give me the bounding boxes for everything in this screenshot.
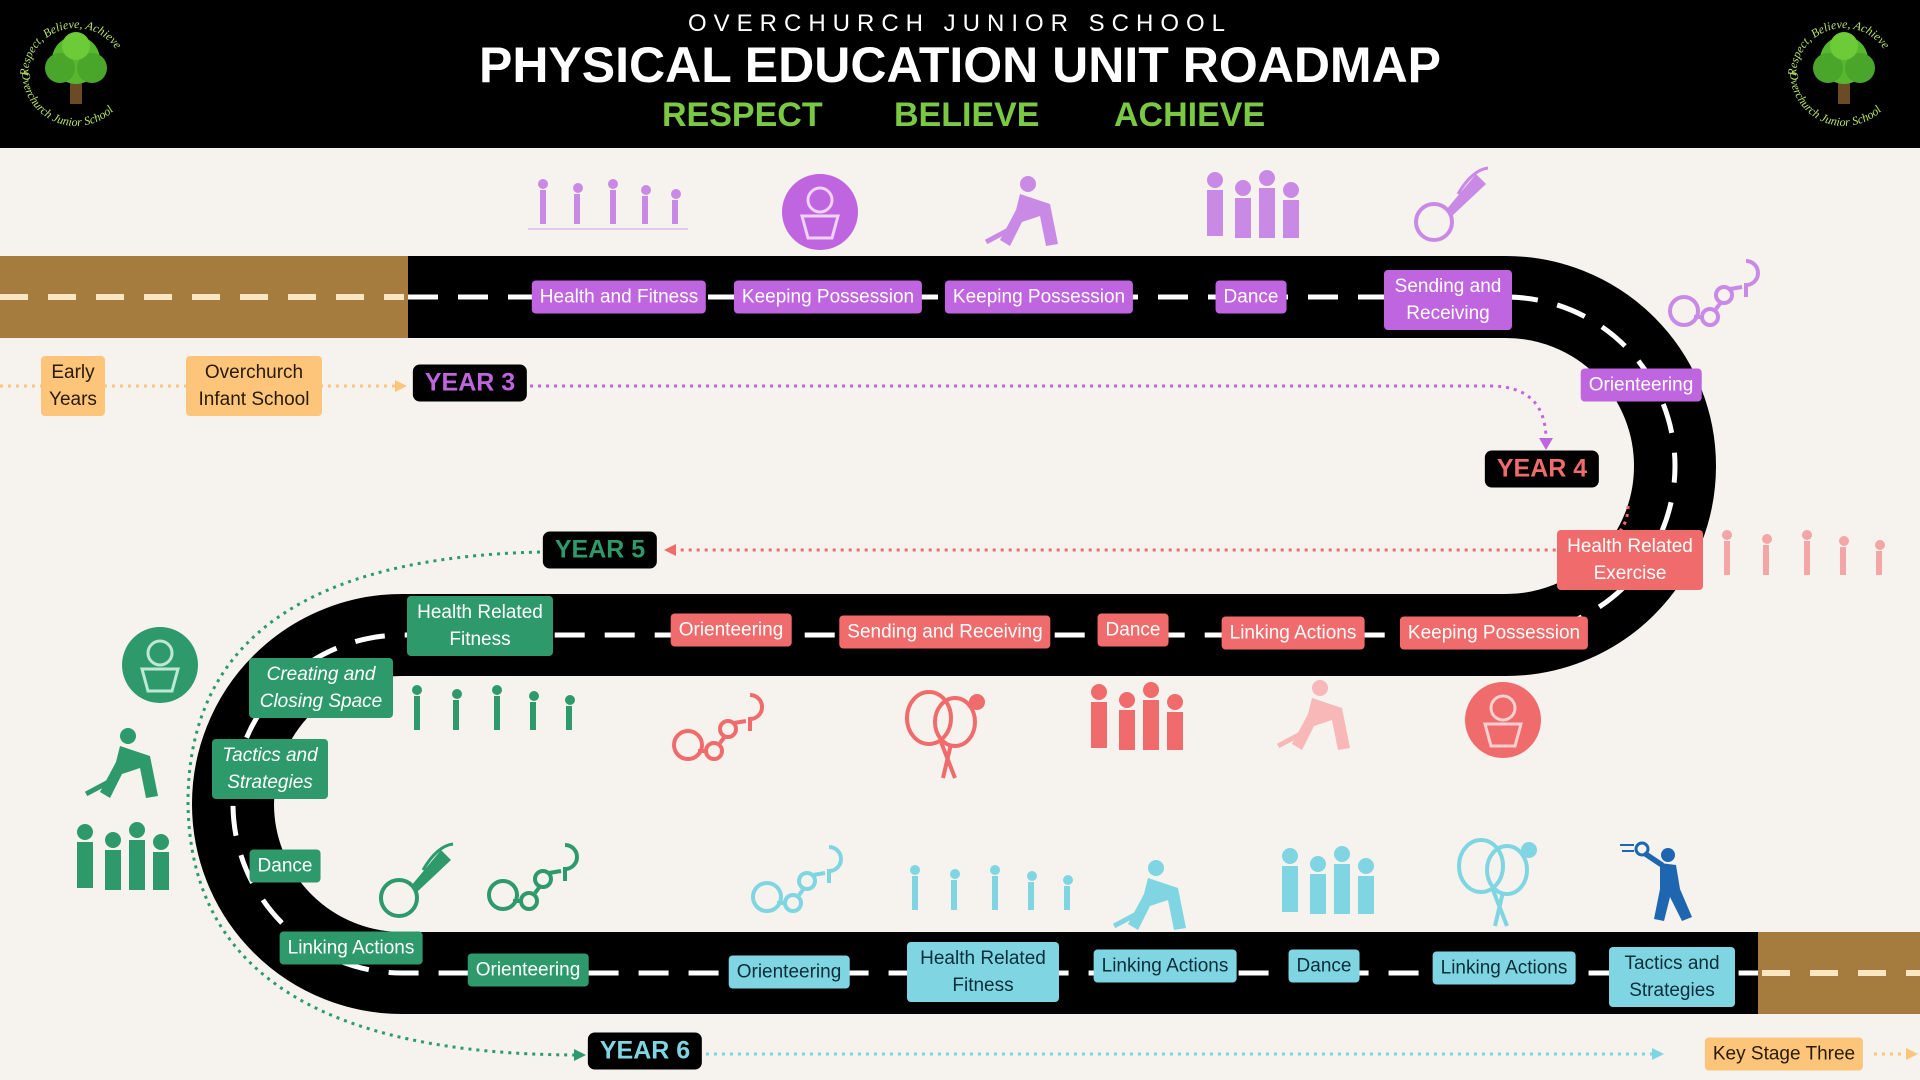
hockey-player-icon [984,176,1058,246]
year4-arrowhead [664,544,676,556]
motto-believe: BELIEVE [894,96,1040,134]
orienteering-map-icon [1668,259,1760,327]
y6-unit-dance: Dance [1288,949,1360,983]
year3-arrowhead [1539,438,1553,450]
school-name: OVERCHURCH JUNIOR SCHOOL [687,10,1233,37]
y6-unit-linking-actions-1: Linking Actions [1093,949,1237,983]
year3-badge: YEAR 3 [412,364,528,402]
early-years-label: Early Years [41,356,105,416]
y4-unit-health-related-exercise: Health Related Exercise [1557,530,1703,590]
year5-arrowhead [574,1049,586,1061]
tennis-player-icon [1620,841,1692,921]
infant-school-label: Overchurch Infant School [186,356,322,416]
y3-unit-orienteering: Orienteering [1580,368,1702,402]
orienteering-map-icon [487,843,579,911]
y6-unit-health-related-fitness: Health Related Fitness [907,942,1059,1002]
motto-achieve: ACHIEVE [1114,96,1266,134]
page-title: PHYSICAL EDUCATION UNIT ROADMAP [478,37,1442,93]
y6-unit-tactics-strategies: Tactics and Strategies [1609,947,1735,1007]
badminton-icon [1414,166,1489,242]
netball-icon [122,627,198,703]
dancers-icon [1282,846,1374,914]
y6-unit-linking-actions-2: Linking Actions [1432,951,1576,985]
dancers-icon [1091,682,1183,750]
y5-unit-health-related-fitness: Health Related Fitness [407,596,553,656]
year6-arrowhead [1652,1048,1664,1060]
fitness-figures-icon [528,179,688,230]
tree-icon [1813,32,1875,104]
dancers-icon [1207,170,1299,238]
badminton-icon [379,842,454,918]
y3-unit-sending-receiving: Sending and Receiving [1384,270,1512,330]
pre-school-arrowhead [395,380,407,392]
netball-icon [782,174,858,250]
y4-unit-linking-actions: Linking Actions [1221,616,1365,650]
y6-unit-orienteering: Orienteering [728,955,850,989]
ks3-arrowhead [1906,1048,1918,1060]
y3-unit-keeping-possession-1: Keeping Possession [733,280,923,314]
year5-badge: YEAR 5 [542,531,658,569]
orienteering-map-icon [751,845,843,913]
y5-unit-creating-closing-space: Creating and Closing Space [249,658,393,718]
hockey-player-icon [1112,860,1186,930]
tree-icon [45,32,107,104]
y5-unit-orienteering: Orienteering [467,953,589,987]
y4-unit-orienteering: Orienteering [670,613,792,647]
dancers-icon [77,822,169,890]
motto-respect: RESPECT [662,96,823,134]
school-logo-left: Respect, Believe, Achieve Overchurch Jun… [17,17,125,129]
hockey-player-icon [84,728,158,798]
year3-arrow [530,384,1548,441]
orienteering-map-icon [672,693,764,761]
y5-unit-tactics-strategies: Tactics and Strategies [212,739,328,799]
y5-unit-linking-actions: Linking Actions [279,931,423,965]
tennis-rackets-icon [1457,838,1537,927]
year4-badge: YEAR 4 [1484,450,1600,488]
y4-unit-dance: Dance [1097,613,1169,647]
header-bar: OVERCHURCH JUNIOR SCHOOL PHYSICAL EDUCAT… [0,0,1920,148]
year5-arrow [186,550,581,1057]
year6-badge: YEAR 6 [587,1032,703,1070]
year4-arrow [670,505,1630,552]
fitness-figures-icon [412,685,575,730]
y4-unit-keeping-possession: Keeping Possession [1399,616,1589,650]
netball-icon [1465,682,1541,758]
y4-unit-sending-receiving: Sending and Receiving [839,615,1051,649]
tennis-rackets-icon [905,690,985,779]
school-logo-right: Respect, Believe, Achieve Overchurch Jun… [1785,17,1893,129]
y3-unit-dance: Dance [1215,280,1287,314]
y3-unit-keeping-possession-2: Keeping Possession [944,280,1134,314]
ks3-label: Key Stage Three [1704,1037,1864,1071]
hockey-player-icon [1276,680,1350,750]
fitness-figures-icon [910,865,1073,910]
y3-unit-health-fitness: Health and Fitness [531,280,707,314]
y5-unit-dance: Dance [249,849,321,883]
fitness-figures-icon [1722,530,1885,575]
